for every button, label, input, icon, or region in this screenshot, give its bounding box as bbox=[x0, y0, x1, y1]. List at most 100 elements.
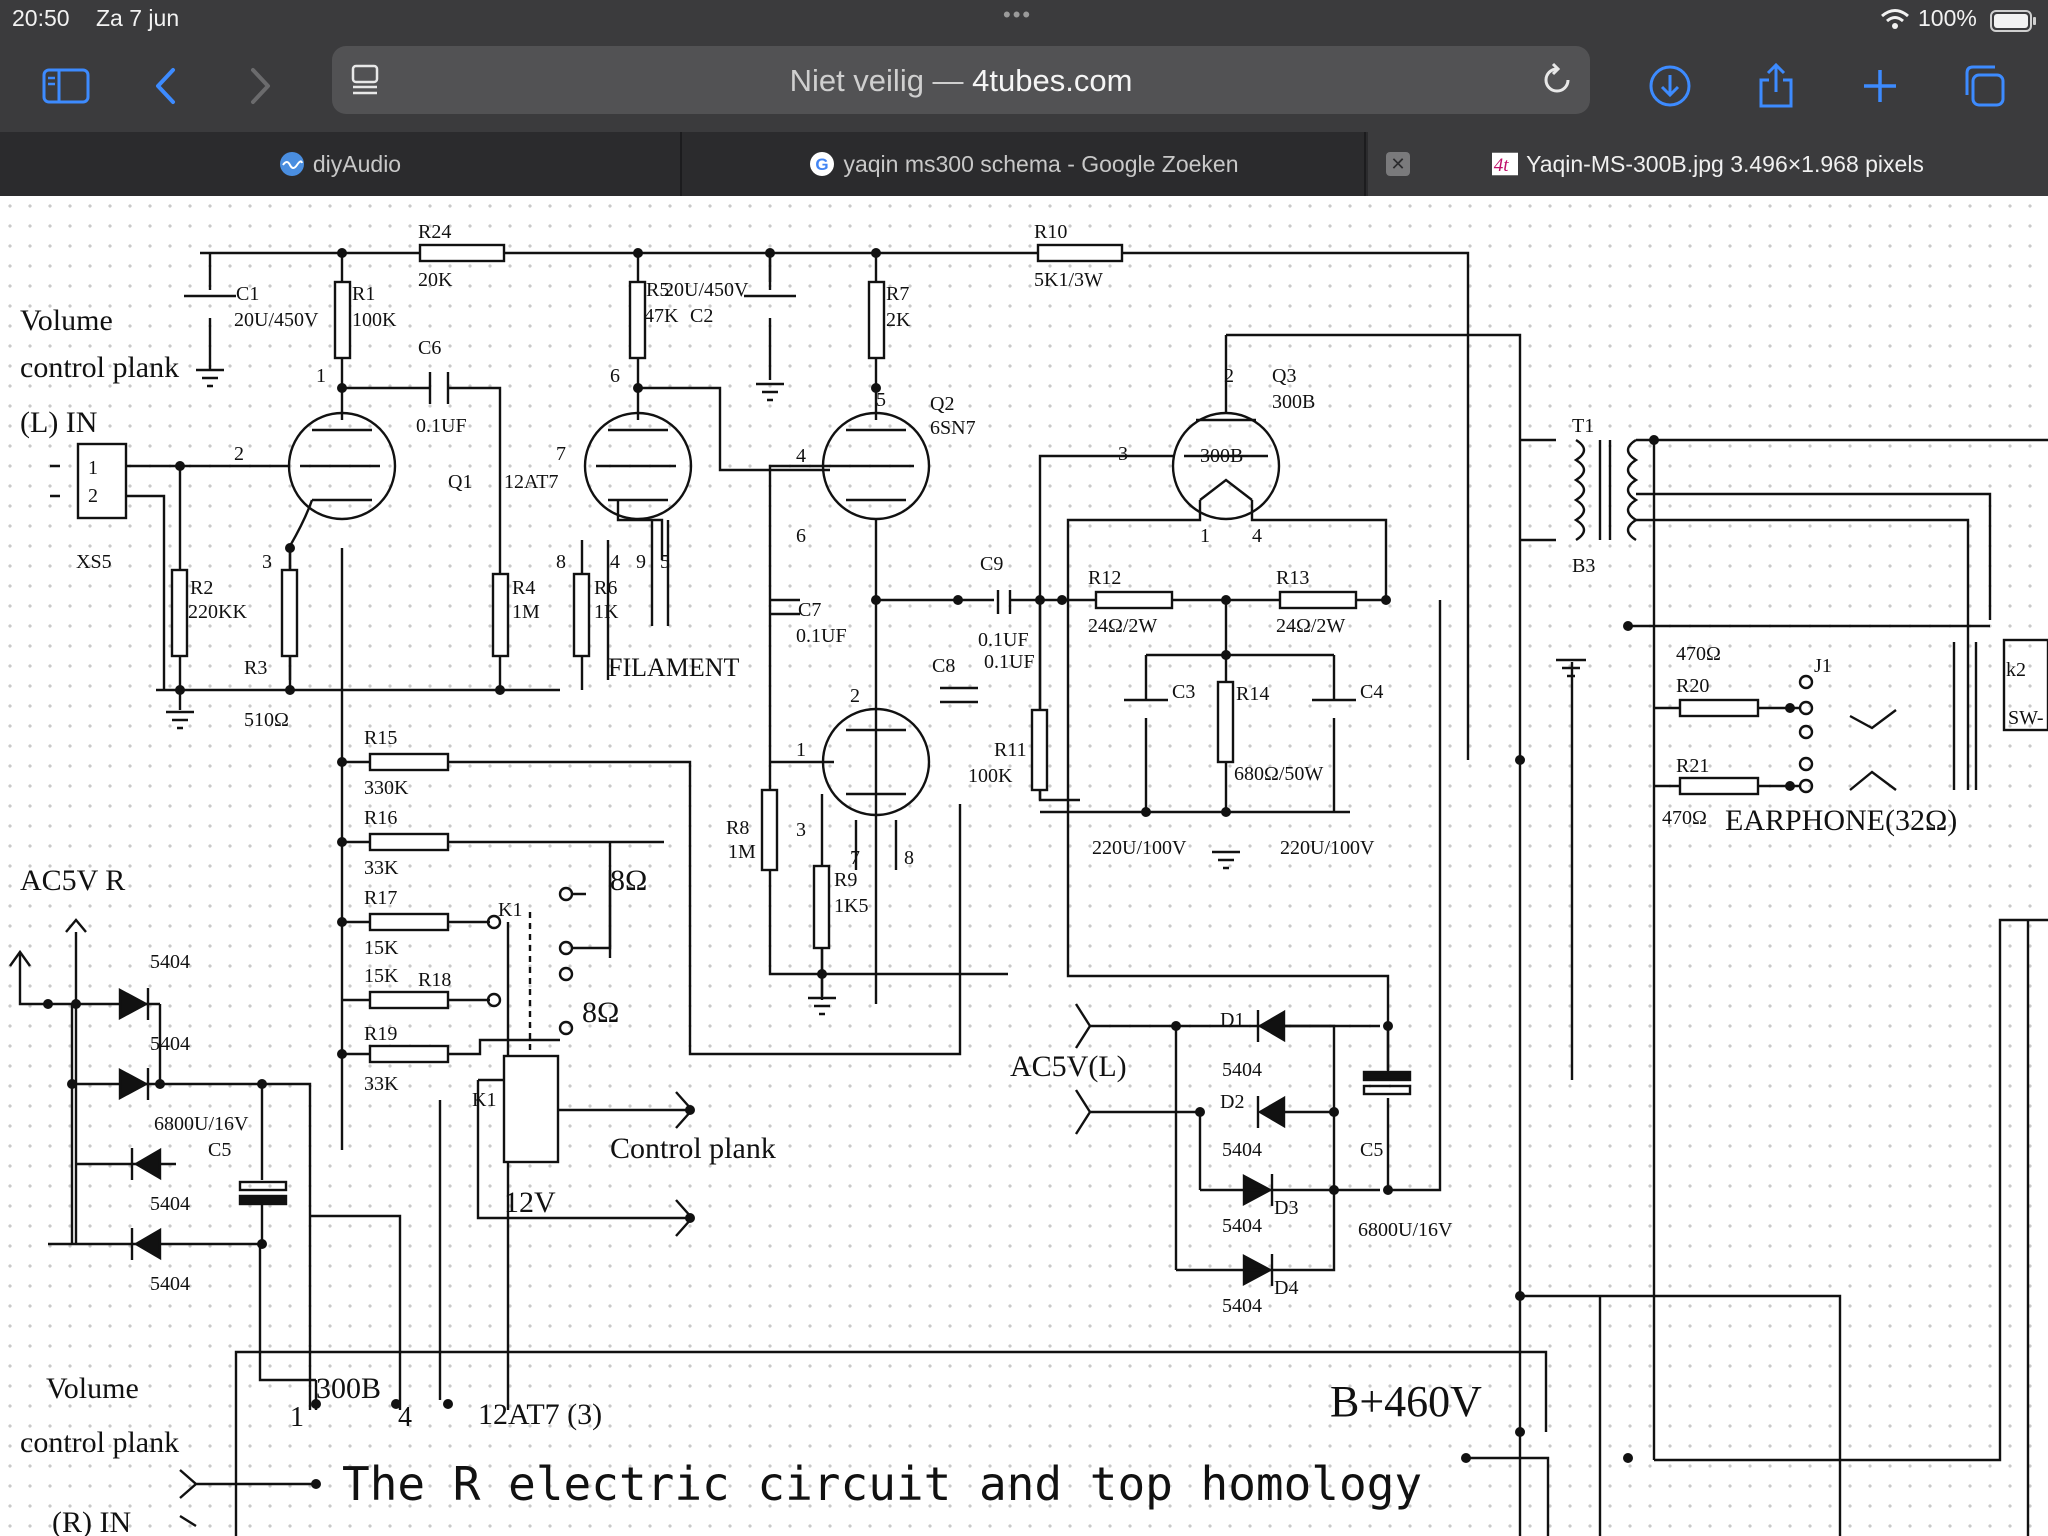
label-c2: C2 bbox=[690, 305, 713, 327]
label-c5: C5 bbox=[208, 1139, 231, 1161]
label-ac5v-l: AC5V(L) bbox=[1010, 1050, 1127, 1083]
label-c5b: C5 bbox=[1360, 1139, 1383, 1161]
pin-label: 7 bbox=[556, 443, 566, 465]
label-r14-value: 680Ω/50W bbox=[1234, 763, 1323, 785]
label-q3: Q3 bbox=[1272, 365, 1296, 387]
label-q3-tube: 300B bbox=[1200, 445, 1243, 467]
pin-label: 4 bbox=[610, 551, 620, 573]
pin-label: 5 bbox=[660, 551, 670, 573]
pin-label: 2 bbox=[1224, 365, 1234, 387]
pin-label: 1 bbox=[796, 739, 806, 761]
pin-label: 6 bbox=[610, 365, 620, 387]
pin-label: 1 bbox=[290, 1402, 304, 1433]
label-d3: D3 bbox=[1274, 1197, 1298, 1219]
reload-icon[interactable] bbox=[1540, 62, 1574, 103]
label-r19-value: 33K bbox=[364, 1073, 399, 1095]
address-security-note: Niet veilig — bbox=[789, 63, 973, 98]
label-r17: R17 bbox=[364, 887, 397, 909]
label-c1: C1 bbox=[236, 283, 259, 305]
label-r5-value: 47K bbox=[644, 305, 679, 327]
pin-label: 2 bbox=[234, 443, 244, 465]
label-d4: D4 bbox=[1274, 1277, 1298, 1299]
sidebar-icon[interactable] bbox=[38, 58, 94, 114]
label-r13: R13 bbox=[1276, 567, 1309, 589]
address-host: 4tubes.com bbox=[972, 63, 1133, 98]
tabs-overview-icon[interactable] bbox=[1956, 58, 2012, 114]
tab-google-search[interactable]: G yaqin ms300 schema - Google Zoeken bbox=[684, 132, 1366, 196]
diyaudio-favicon-icon bbox=[279, 151, 305, 177]
pin-label: 4 bbox=[1252, 525, 1262, 547]
tab-yaqin-image[interactable]: ✕ 4t Yaqin-MS-300B.jpg 3.496×1.968 pixel… bbox=[1368, 132, 2048, 196]
label-d1-5404: 5404 bbox=[1222, 1059, 1262, 1081]
label-r24: R24 bbox=[418, 221, 451, 243]
label-d4-5404: 5404 bbox=[1222, 1295, 1262, 1317]
label-r5: R5 bbox=[646, 279, 669, 301]
label-r21: R21 bbox=[1676, 755, 1709, 777]
multitasking-dots-icon[interactable]: ••• bbox=[1003, 2, 1033, 27]
label-r4-value: 1M bbox=[512, 601, 540, 623]
label-r11: R11 bbox=[994, 739, 1027, 761]
new-tab-icon[interactable] bbox=[1852, 58, 1908, 114]
label-sw: SW- bbox=[2008, 707, 2044, 729]
status-bar: 20:50 Za 7 jun ••• 100% bbox=[0, 0, 2048, 40]
forward-icon[interactable] bbox=[232, 58, 288, 114]
label-c6-value: 0.1UF bbox=[416, 415, 467, 437]
download-icon[interactable] bbox=[1642, 58, 1698, 114]
reader-icon[interactable] bbox=[350, 64, 380, 103]
label-d-5404-4: 5404 bbox=[150, 1273, 190, 1295]
label-r2: R2 bbox=[190, 577, 213, 599]
status-date: Za 7 jun bbox=[96, 5, 180, 31]
label-c3-value: 220U/100V bbox=[1092, 837, 1187, 859]
tab-label: Yaqin-MS-300B.jpg 3.496×1.968 pixels bbox=[1526, 150, 1924, 177]
label-bplus: B+460V bbox=[1330, 1377, 1482, 1426]
address-bar[interactable]: Niet veilig — 4tubes.com bbox=[332, 46, 1590, 114]
schematic-drawing: Volume control plank (L) IN AC5V R AC5V(… bbox=[9, 221, 2048, 1536]
pin-label: 5 bbox=[876, 389, 886, 411]
label-q2-type: 6SN7 bbox=[930, 417, 976, 439]
tab-label: diyAudio bbox=[312, 150, 402, 177]
label-d2: D2 bbox=[1220, 1091, 1244, 1113]
label-r11-value: 100K bbox=[968, 765, 1013, 787]
label-k2: k2 bbox=[2006, 659, 2026, 681]
share-icon[interactable] bbox=[1748, 58, 1804, 114]
label-r-in: (R) IN bbox=[52, 1506, 131, 1536]
label-c9-value-2: 0.1UF bbox=[984, 651, 1035, 673]
label-ac5v-r: AC5V R bbox=[20, 864, 125, 897]
label-r1: R1 bbox=[352, 283, 375, 305]
svg-text:G: G bbox=[816, 155, 829, 174]
schematic-image: Volume control plank (L) IN AC5V R AC5V(… bbox=[0, 196, 2048, 1536]
label-footer: The R electric circuit and top homology bbox=[342, 1457, 1422, 1511]
label-d1: D1 bbox=[1220, 1009, 1244, 1031]
pin-label: 1 bbox=[316, 365, 326, 387]
close-tab-icon[interactable]: ✕ bbox=[1386, 152, 1410, 176]
back-icon[interactable] bbox=[138, 58, 194, 114]
label-r18-value: 15K bbox=[364, 965, 399, 987]
pin-label: 3 bbox=[1118, 443, 1128, 465]
label-c5-value: 6800U/16V bbox=[154, 1113, 249, 1135]
battery-percent: 100% bbox=[1918, 5, 1977, 31]
pin-label: 4 bbox=[398, 1402, 412, 1433]
label-volume-r: Volume bbox=[46, 1372, 139, 1405]
label-c6: C6 bbox=[418, 337, 441, 359]
label-box-12at7: 12AT7 (3) bbox=[478, 1398, 602, 1431]
wifi-icon bbox=[1880, 8, 1910, 36]
tab-bar: diyAudio G yaqin ms300 schema - Google Z… bbox=[0, 132, 2048, 196]
pin-label: 6 bbox=[796, 525, 806, 547]
tab-diyaudio[interactable]: diyAudio bbox=[0, 132, 682, 196]
label-r3-value: 510Ω bbox=[244, 709, 289, 731]
label-r13-value: 24Ω/2W bbox=[1276, 615, 1345, 637]
label-c9: C9 bbox=[980, 553, 1003, 575]
label-r6: R6 bbox=[594, 577, 617, 599]
label-r10: R10 bbox=[1034, 221, 1067, 243]
battery-icon bbox=[1990, 9, 2038, 39]
label-b3: B3 bbox=[1572, 555, 1595, 577]
address-text[interactable]: Niet veilig — 4tubes.com bbox=[332, 63, 1590, 99]
tab-label: yaqin ms300 schema - Google Zoeken bbox=[843, 150, 1239, 177]
label-q1-type: 12AT7 bbox=[504, 471, 558, 493]
label-d3-5404: 5404 bbox=[1222, 1215, 1262, 1237]
label-r8: R8 bbox=[726, 817, 749, 839]
label-control-plank-r: control plank bbox=[20, 1426, 179, 1459]
label-r4: R4 bbox=[512, 577, 535, 599]
label-c1-value: 20U/450V bbox=[234, 309, 319, 331]
label-r1-value: 100K bbox=[352, 309, 397, 331]
